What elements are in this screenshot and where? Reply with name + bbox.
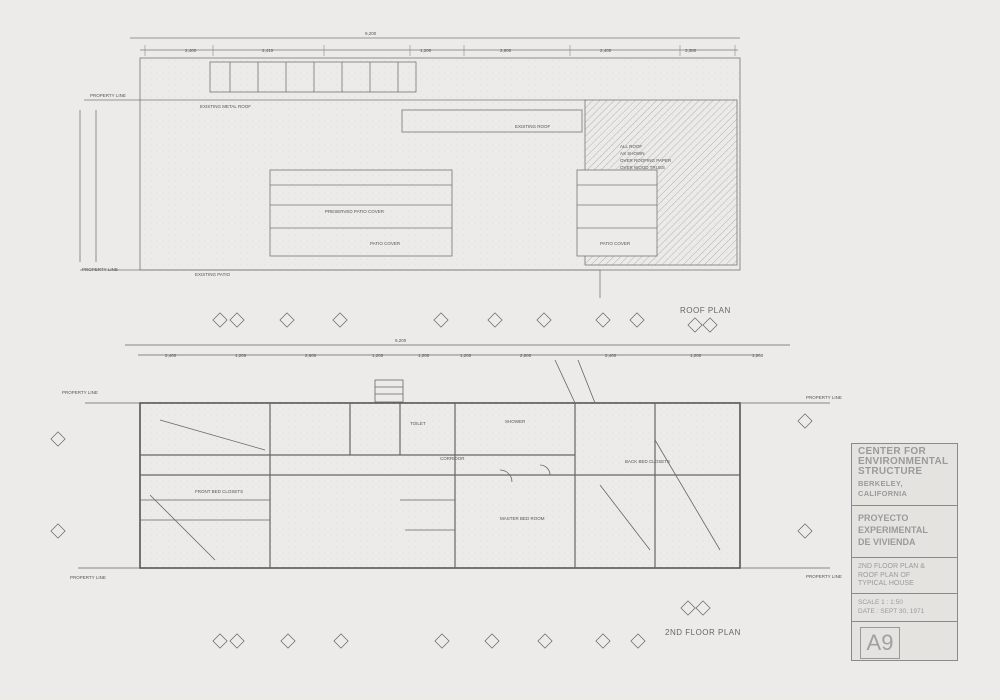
roof-plan-labels: 9,200 2,400 2,410 1,200 2,800 2,400 3,380 P… bbox=[82, 31, 697, 277]
floor-plan bbox=[78, 344, 830, 569]
svg-text:ALL ROOF: ALL ROOF bbox=[620, 144, 642, 149]
svg-text:PROPERTY LINE: PROPERTY LINE bbox=[806, 395, 842, 400]
project-line-3: DE VIVIENDA bbox=[858, 537, 916, 547]
svg-text:PATIO COVER: PATIO COVER bbox=[370, 241, 401, 246]
date-text: DATE : SEPT 30, 1971 bbox=[858, 608, 925, 615]
svg-text:1,200: 1,200 bbox=[235, 353, 247, 358]
sheet-title-line-2: ROOF PLAN OF bbox=[858, 571, 911, 579]
svg-text:AS SHOWN: AS SHOWN bbox=[620, 151, 645, 156]
office-line-2: ENVIRONMENTAL bbox=[858, 456, 949, 467]
svg-text:OVER WOOD TRUSS: OVER WOOD TRUSS bbox=[620, 165, 665, 170]
svg-text:2,800: 2,800 bbox=[520, 353, 532, 358]
title-block-sheet-number: A9 bbox=[852, 622, 957, 660]
svg-text:1,200: 1,200 bbox=[418, 353, 430, 358]
roof-plan bbox=[79, 37, 741, 298]
title-block-sheet-title: 2ND FLOOR PLAN & ROOF PLAN OF TYPICAL HO… bbox=[852, 558, 957, 594]
roof-plan-title: ROOF PLAN bbox=[680, 306, 731, 315]
svg-text:EXISTING ROOF: EXISTING ROOF bbox=[515, 124, 551, 129]
svg-text:MASTER BED ROOM: MASTER BED ROOM bbox=[500, 516, 545, 521]
floor-plan-title: 2ND FLOOR PLAN bbox=[665, 628, 741, 637]
svg-text:BACK BED CLOSETS: BACK BED CLOSETS bbox=[625, 459, 670, 464]
svg-text:1,200: 1,200 bbox=[752, 353, 764, 358]
svg-text:1,200: 1,200 bbox=[420, 48, 432, 53]
svg-text:PROPERTY LINE: PROPERTY LINE bbox=[806, 574, 842, 579]
svg-text:3,380: 3,380 bbox=[685, 48, 697, 53]
office-line-1: CENTER FOR bbox=[858, 446, 926, 457]
project-line-1: PROYECTO bbox=[858, 513, 909, 523]
title-block-office: CENTER FOR ENVIRONMENTAL STRUCTURE BERKE… bbox=[852, 444, 957, 506]
roof-grid-bubbles bbox=[212, 312, 718, 333]
title-block-scale-date: SCALE 1 : 1:50 DATE : SEPT 30, 1971 bbox=[852, 594, 957, 622]
scale-text: SCALE 1 : 1:50 bbox=[858, 599, 903, 606]
svg-text:PATIO COVER: PATIO COVER bbox=[600, 241, 631, 246]
svg-text:PROPERTY LINE: PROPERTY LINE bbox=[82, 267, 118, 272]
svg-text:1,200: 1,200 bbox=[460, 353, 472, 358]
title-block-project: PROYECTO EXPERIMENTAL DE VIVIENDA bbox=[852, 506, 957, 558]
title-block: CENTER FOR ENVIRONMENTAL STRUCTURE BERKE… bbox=[851, 443, 958, 661]
project-line-2: EXPERIMENTAL bbox=[858, 525, 928, 535]
svg-text:2,800: 2,800 bbox=[500, 48, 512, 53]
svg-text:FRONT BED CLOSETS: FRONT BED CLOSETS bbox=[195, 489, 243, 494]
svg-text:CORRIDOR: CORRIDOR bbox=[440, 456, 465, 461]
svg-text:PROPERTY LINE: PROPERTY LINE bbox=[62, 390, 98, 395]
svg-text:EXISTING PATIO: EXISTING PATIO bbox=[195, 272, 231, 277]
office-location: BERKELEY, CALIFORNIA bbox=[858, 479, 908, 498]
sheet-number: A9 bbox=[860, 627, 900, 659]
svg-text:2,410: 2,410 bbox=[262, 48, 274, 53]
sheet-title-line-1: 2ND FLOOR PLAN & bbox=[858, 563, 925, 570]
svg-text:1,200: 1,200 bbox=[690, 353, 702, 358]
svg-text:2,400: 2,400 bbox=[165, 353, 177, 358]
svg-text:PROPERTY LINE: PROPERTY LINE bbox=[70, 575, 106, 580]
svg-text:PRESERVED PATIO COVER: PRESERVED PATIO COVER bbox=[325, 209, 385, 214]
svg-text:2,400: 2,400 bbox=[605, 353, 617, 358]
svg-text:PROPERTY LINE: PROPERTY LINE bbox=[90, 93, 126, 98]
svg-text:9,200: 9,200 bbox=[395, 338, 407, 343]
svg-text:EXISTING METAL ROOF: EXISTING METAL ROOF bbox=[200, 104, 251, 109]
svg-text:OVER ROOFING PAPER: OVER ROOFING PAPER bbox=[620, 158, 672, 163]
svg-text:2,400: 2,400 bbox=[600, 48, 612, 53]
floor-grid-bubbles bbox=[50, 413, 813, 649]
sheet-title-line-3: TYPICAL HOUSE bbox=[858, 580, 914, 587]
svg-text:9,200: 9,200 bbox=[365, 31, 377, 36]
floor-plan-labels: 9,200 2,400 1,200 2,600 1,200 1,200 1,200 2… bbox=[62, 338, 842, 580]
svg-text:1,200: 1,200 bbox=[372, 353, 384, 358]
svg-text:2,400: 2,400 bbox=[185, 48, 197, 53]
svg-text:TOILET: TOILET bbox=[410, 421, 426, 426]
office-line-3: STRUCTURE bbox=[858, 466, 923, 477]
svg-text:2,600: 2,600 bbox=[305, 353, 317, 358]
svg-text:SHOWER: SHOWER bbox=[505, 419, 526, 424]
